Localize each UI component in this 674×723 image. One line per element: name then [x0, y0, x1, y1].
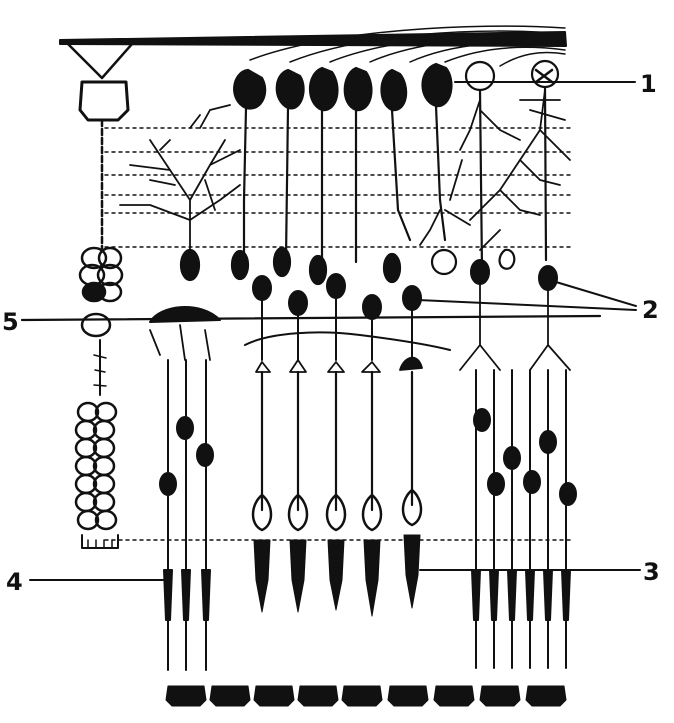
muller-cell: [66, 42, 134, 396]
label-4: 4: [6, 568, 23, 596]
cone-fibers: [260, 370, 414, 512]
label-5: 5: [2, 308, 19, 336]
bipolar-cells: [159, 259, 577, 506]
label-3: 3: [643, 558, 660, 586]
pigment-epithelium: [165, 685, 567, 707]
leader-lines: [29, 81, 641, 581]
cone-inner-segments: [253, 534, 421, 617]
label-1: 1: [640, 70, 657, 98]
ganglion-cells: [233, 59, 560, 272]
amacrine-dendrites: [119, 104, 241, 253]
cone-nuclei: [251, 488, 423, 532]
right-dendrites: [419, 89, 571, 251]
muller-foot-stack: [74, 401, 119, 549]
label-2: 2: [642, 296, 659, 324]
cone-pedicles: [255, 356, 423, 373]
layer-lines: [104, 127, 571, 541]
nerve-fiber-layer: [59, 25, 567, 67]
rods-right: [471, 369, 571, 669]
horizontal-layer: [20, 283, 602, 371]
inner-somata: [179, 246, 516, 286]
rods-left: [163, 359, 211, 671]
